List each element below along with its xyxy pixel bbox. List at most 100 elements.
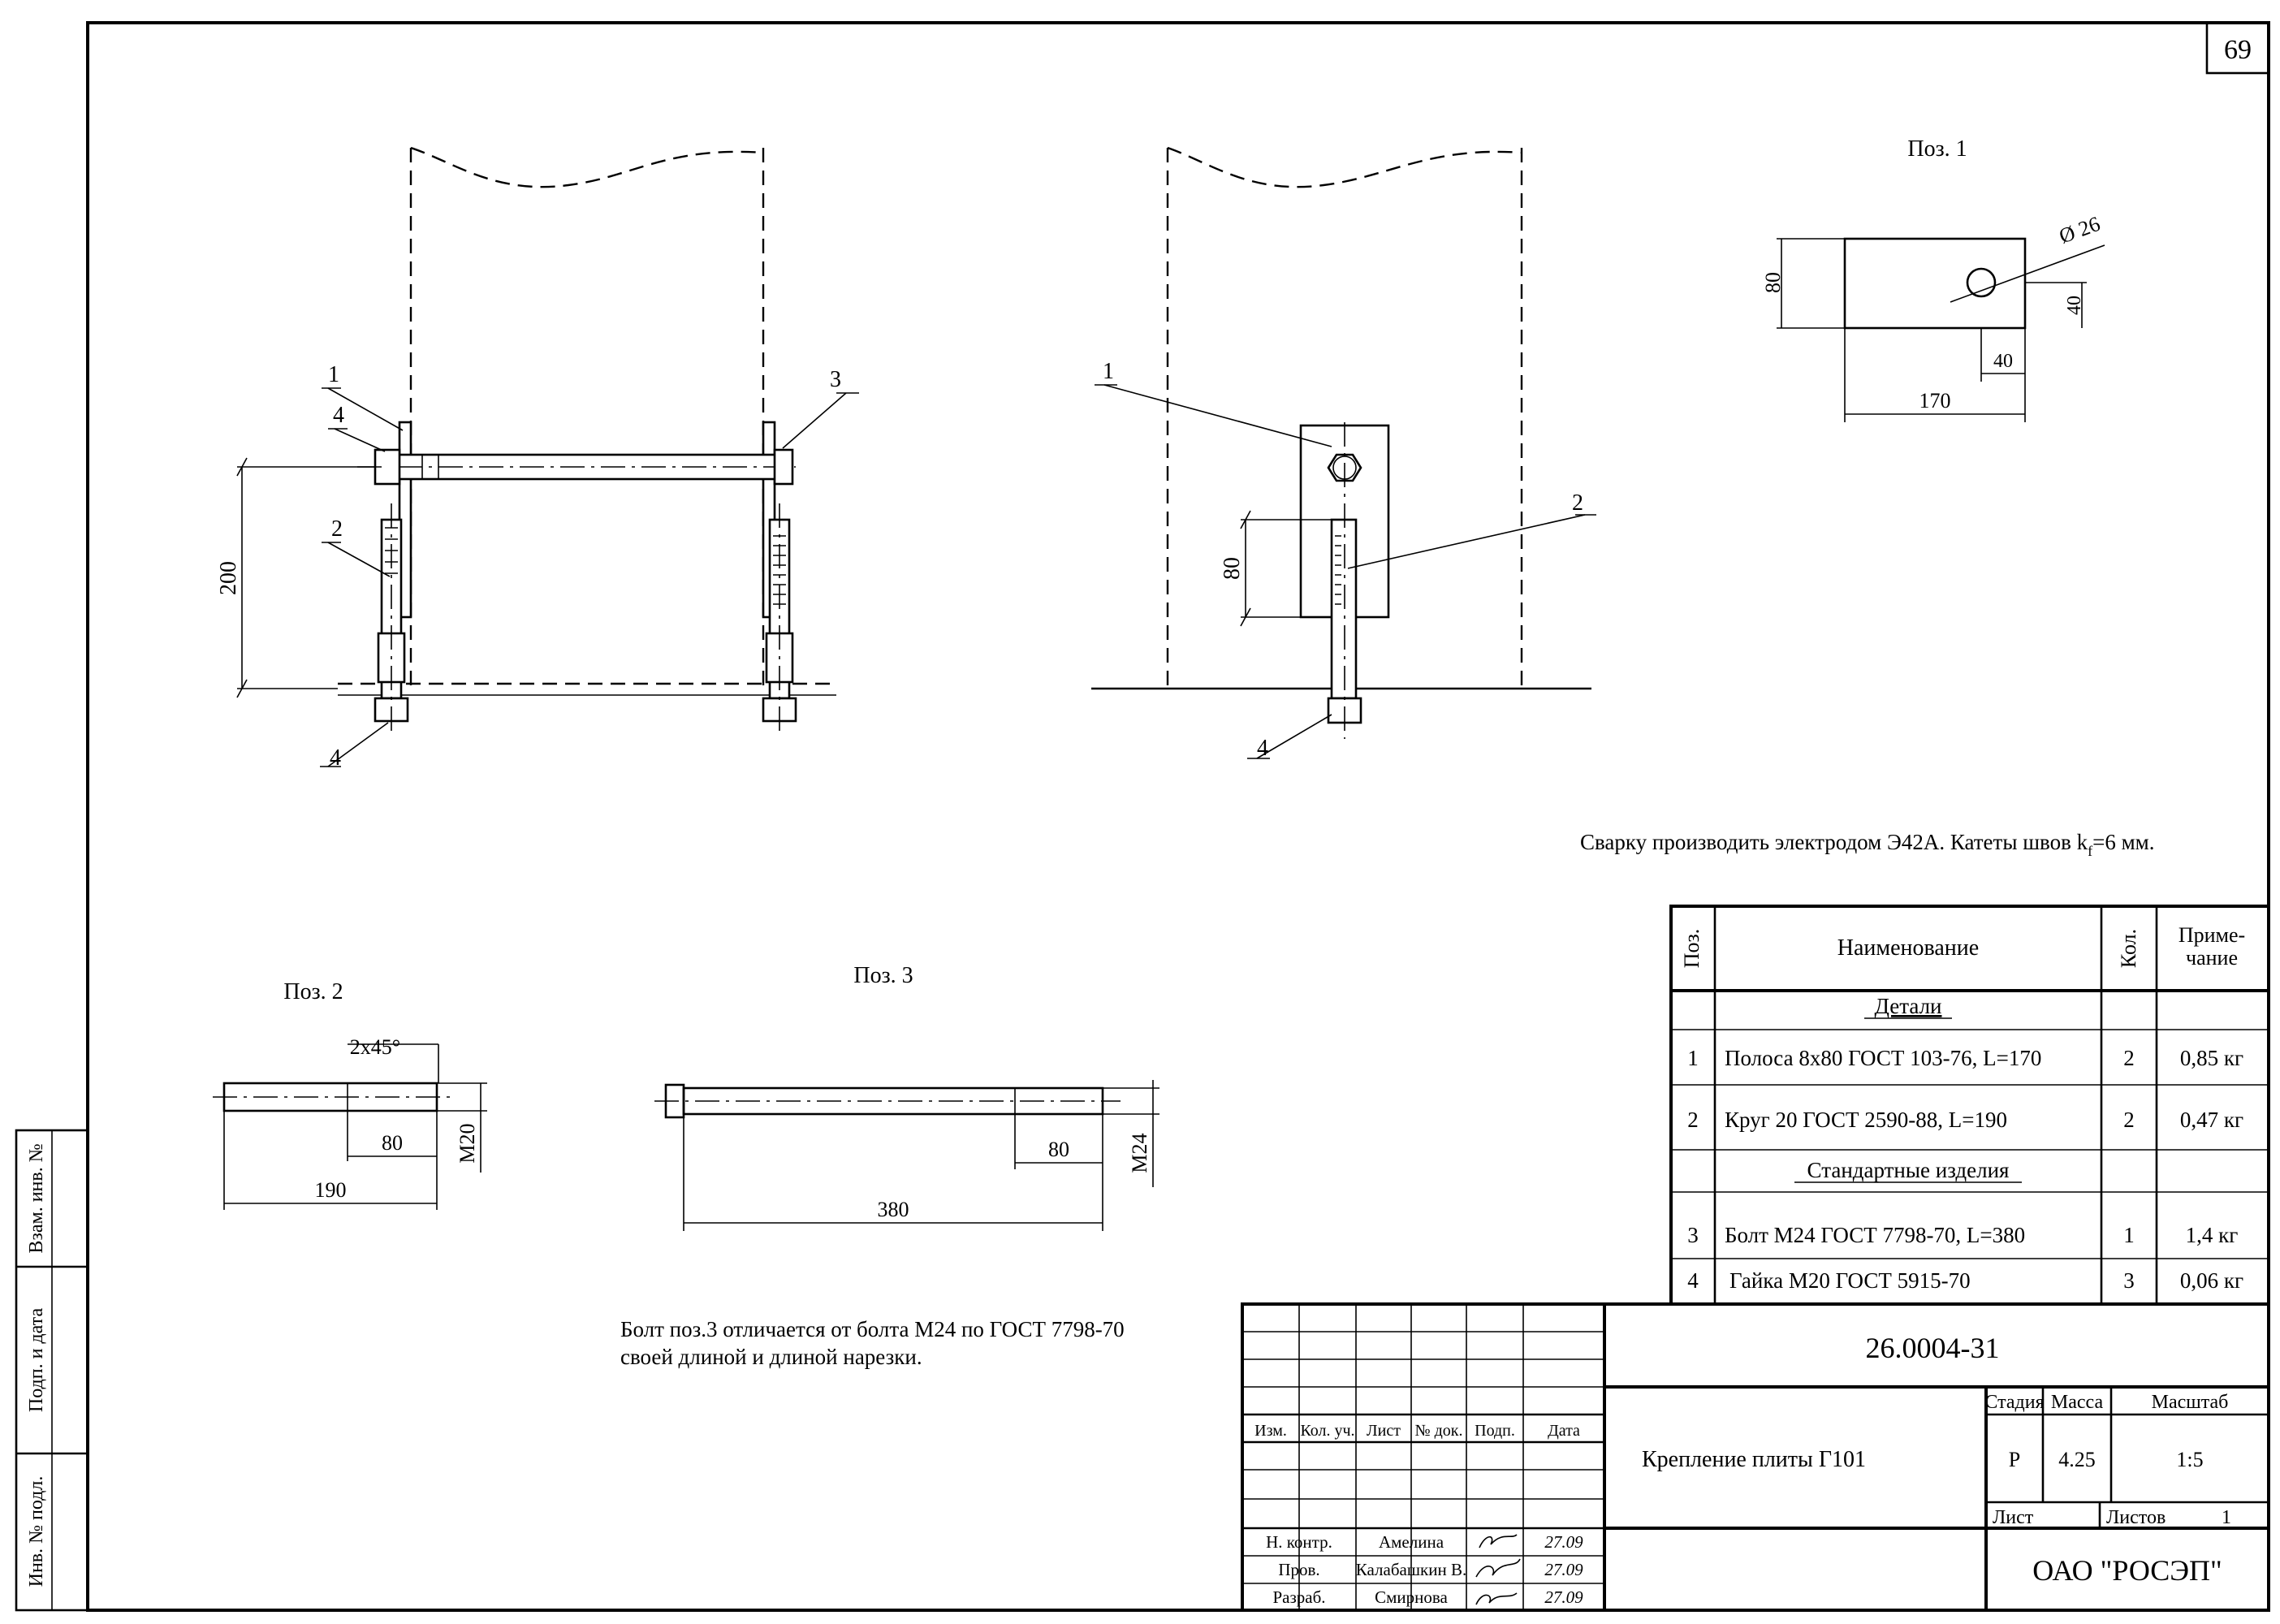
front-column-outline	[409, 146, 765, 689]
tb-role-razrab: Разраб.	[1272, 1587, 1325, 1607]
pos2-dim-length: 190	[315, 1178, 347, 1202]
pos1-dim-height: 80	[1761, 272, 1785, 293]
tb-name-prov: Калабашкин В.	[1356, 1560, 1466, 1579]
svg-text:3: 3	[2123, 1268, 2135, 1293]
tb-col-docno: № док.	[1415, 1422, 1463, 1440]
tb-role-nkontr: Н. контр.	[1266, 1532, 1332, 1552]
pos1-hole	[1966, 267, 1997, 298]
pos3-dim-thread: 80	[1048, 1138, 1069, 1161]
bolt-note-line1: Болт поз.3 отличается от болта M24 по ГО…	[620, 1317, 1125, 1341]
tb-stage: Р	[2009, 1448, 2020, 1471]
svg-text:2: 2	[1687, 1108, 1699, 1132]
tb-col-list: Лист	[1367, 1422, 1401, 1440]
tb-col-koluch: Кол. уч.	[1300, 1422, 1354, 1440]
tb-col-sign: Подп.	[1475, 1422, 1515, 1440]
pos3-title: Поз. 3	[853, 963, 913, 988]
spec-table: Поз. Наименование Кол. Приме- чание Дета…	[1669, 905, 2270, 1306]
pos1-dim-length: 170	[1919, 389, 1951, 412]
pos2-detail: Поз. 2 2x45° 80 190 M20	[213, 979, 487, 1210]
sheet-number-box: 69	[2205, 21, 2270, 75]
pos2-title: Поз. 2	[283, 979, 343, 1004]
svg-text:Болт M24 ГОСТ 7798-70, L=380: Болт M24 ГОСТ 7798-70, L=380	[1725, 1223, 2025, 1247]
tb-date-nkontr: 27.09	[1544, 1532, 1583, 1552]
pos1-detail: Поз. 1 80 Ø 26 40 40 170	[1761, 136, 2105, 422]
tb-mass-label: Масса	[2051, 1392, 2104, 1413]
side-dim-80: 80	[1220, 557, 1245, 580]
spec-header-qty: Кол.	[2117, 929, 2140, 968]
svg-text:0,47 кг: 0,47 кг	[2180, 1108, 2243, 1132]
tb-doc-number: 26.0004-31	[1866, 1332, 2000, 1364]
pos3-detail: Поз. 3 80 380 M24	[654, 963, 1159, 1231]
pos1-dim-hole-y: 40	[2064, 296, 2085, 315]
svg-text:1: 1	[2123, 1223, 2135, 1247]
svg-text:2: 2	[2123, 1046, 2135, 1070]
stamp-inv: Инв. № подл.	[26, 1476, 47, 1587]
spec-header-note-1: Приме-	[2179, 923, 2245, 947]
side-label-4: 4	[1257, 736, 1268, 761]
spec-section-details: Детали	[1874, 994, 1941, 1018]
pos1-plate	[1843, 237, 2027, 330]
front-label-4-top: 4	[333, 403, 344, 428]
tb-title: Крепление плиты Г101	[1642, 1447, 1866, 1472]
front-label-4-bottom: 4	[330, 745, 341, 771]
svg-text:Сварку производить электродом: Сварку производить электродом Э42А. Кате…	[1580, 830, 2155, 859]
svg-text:2: 2	[2123, 1108, 2135, 1132]
svg-text:0,85 кг: 0,85 кг	[2180, 1046, 2243, 1070]
sheet-number: 69	[2224, 35, 2252, 65]
spec-header-note-2: чание	[2186, 946, 2238, 970]
svg-text:1: 1	[1687, 1046, 1699, 1070]
svg-text:Полоса 8х80 ГОСТ 103-76, L=170: Полоса 8х80 ГОСТ 103-76, L=170	[1725, 1046, 2041, 1070]
front-view: 200 1 4 2 4 3	[216, 146, 859, 771]
tb-sheets: 1	[2222, 1507, 2231, 1528]
bolt-note-line2: своей длиной и длиной нарезки.	[620, 1345, 922, 1369]
pos3-dim-size: M24	[1128, 1133, 1151, 1173]
stamp-podp: Подп. и дата	[26, 1308, 47, 1413]
frame-border	[86, 21, 2270, 1612]
pos3-dim-length: 380	[878, 1198, 909, 1221]
spec-header-pos: Поз.	[1680, 929, 1704, 969]
side-label-2: 2	[1572, 490, 1583, 516]
tb-sheet-label: Лист	[1993, 1507, 2034, 1528]
tb-org: ОАО "РОСЭП"	[2032, 1554, 2222, 1587]
front-label-1: 1	[328, 362, 339, 387]
front-label-2: 2	[331, 516, 343, 542]
side-column-outline	[1166, 146, 1523, 689]
spec-section-standard: Стандартные изделия	[1807, 1158, 2010, 1182]
tb-col-date: Дата	[1548, 1422, 1580, 1440]
tb-date-prov: 27.09	[1544, 1560, 1583, 1579]
tb-name-nkontr: Амелина	[1379, 1532, 1444, 1552]
table-row: 3 Болт M24 ГОСТ 7798-70, L=380 1 1,4 кг	[1687, 1223, 2238, 1247]
front-dim-200: 200	[216, 561, 241, 595]
table-row: 1 Полоса 8х80 ГОСТ 103-76, L=170 2 0,85 …	[1687, 1046, 2243, 1070]
front-label-3: 3	[830, 367, 841, 392]
pos1-title: Поз. 1	[1907, 136, 1967, 162]
tb-sheets-label: Листов	[2106, 1507, 2166, 1528]
pos2-dim-chamfer: 2x45°	[350, 1035, 400, 1059]
table-row: 4 Гайка M20 ГОСТ 5915-70 3 0,06 кг	[1687, 1268, 2243, 1293]
svg-text:1,4 кг: 1,4 кг	[2186, 1223, 2239, 1247]
svg-text:3: 3	[1687, 1223, 1699, 1247]
side-label-1: 1	[1103, 359, 1114, 384]
side-view: 80 1 2 4	[1091, 146, 1596, 761]
signature-prov	[1475, 1558, 1521, 1578]
welding-note: Сварку производить электродом Э42А. Кате…	[1580, 830, 2155, 859]
tb-scale: 1:5	[2176, 1448, 2203, 1471]
tb-col-izm: Изм.	[1254, 1422, 1287, 1440]
welding-note-main: Сварку производить электродом Э42А. Кате…	[1580, 830, 2088, 854]
spec-header-name: Наименование	[1837, 935, 1979, 961]
svg-text:Круг 20 ГОСТ 2590-88, L=190: Круг 20 ГОСТ 2590-88, L=190	[1725, 1108, 2007, 1132]
svg-text:4: 4	[1687, 1268, 1699, 1293]
svg-text:0,06 кг: 0,06 кг	[2180, 1268, 2243, 1293]
side-stamp: Взам. инв. № Подп. и дата Инв. № подл.	[15, 1129, 89, 1612]
tb-stage-label: Стадия	[1984, 1392, 2044, 1413]
tb-role-prov: Пров.	[1278, 1560, 1319, 1579]
tb-scale-label: Масштаб	[2152, 1392, 2229, 1413]
welding-note-sub: f	[2088, 843, 2092, 859]
stamp-vzam: Взам. инв. №	[26, 1143, 47, 1253]
table-row: 2 Круг 20 ГОСТ 2590-88, L=190 2 0,47 кг	[1687, 1108, 2243, 1132]
side-rod	[1330, 518, 1358, 700]
signature-razrab	[1475, 1592, 1518, 1605]
tb-name-razrab: Смирнова	[1375, 1587, 1448, 1607]
pos2-dim-thread: 80	[382, 1131, 403, 1155]
